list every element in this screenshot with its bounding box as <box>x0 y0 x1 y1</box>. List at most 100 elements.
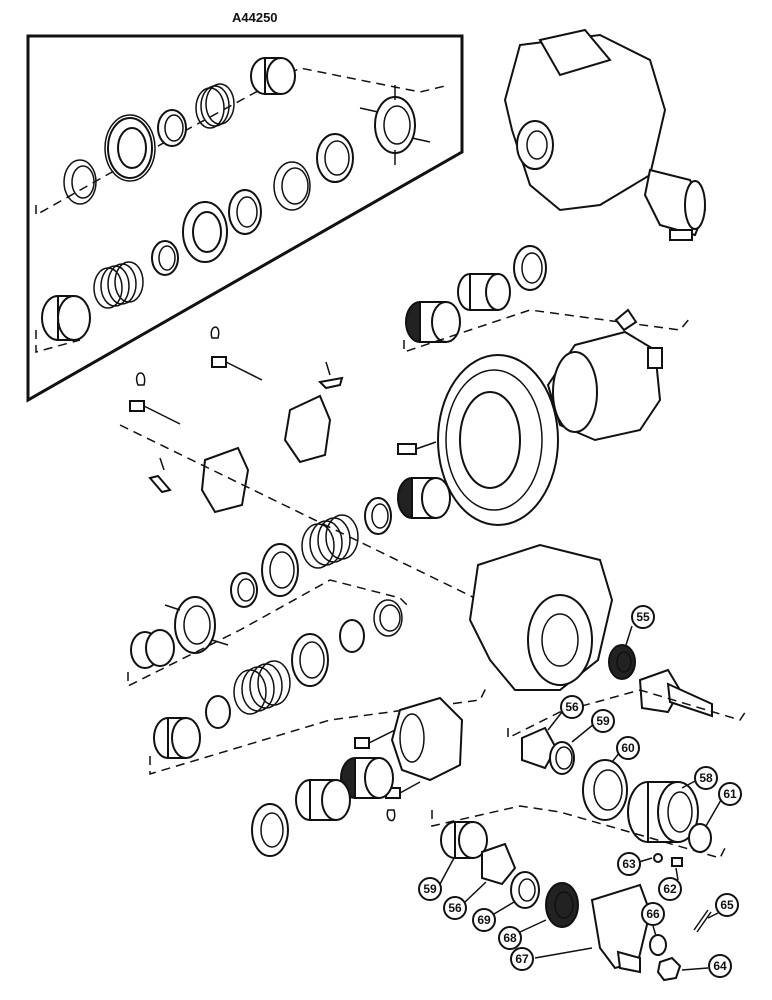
ring-lower-b <box>339 619 365 653</box>
cotter-pin-lower <box>386 809 396 822</box>
drive-pinion <box>638 668 713 718</box>
callout-64: 64 <box>708 954 732 978</box>
bearing-cup-59b <box>440 821 488 859</box>
pinion-bearing <box>608 644 636 680</box>
adjuster-nut-lower <box>251 803 289 857</box>
inset-ring-1 <box>157 109 187 147</box>
bearing-cap-lower <box>200 446 250 514</box>
inset-spider-1 <box>359 85 431 165</box>
inset-gear-1 <box>250 57 296 95</box>
callout-69-label: 69 <box>477 913 491 927</box>
clutch-gear-lower <box>291 633 329 687</box>
callout-58: 58 <box>694 766 718 790</box>
inset-spring-2 <box>93 261 144 309</box>
lock-plate <box>614 308 638 332</box>
inset-clutch-ring-2 <box>228 189 262 235</box>
upper-diff-guide <box>403 309 691 354</box>
bearing-cone-middle <box>397 477 451 519</box>
spider-middle <box>164 596 229 654</box>
bearing-cap-upper <box>283 394 332 464</box>
callout-68: 68 <box>498 926 522 950</box>
bearing-cone-56b <box>481 842 517 886</box>
ring-gear-bolt <box>397 441 437 455</box>
shim-60 <box>582 759 628 821</box>
ring-lower-c <box>205 695 231 729</box>
callout-66: 66 <box>641 902 665 926</box>
callout-58-label: 58 <box>699 771 713 785</box>
callout-69: 69 <box>472 908 496 932</box>
seal-69 <box>510 871 540 909</box>
callout-65: 65 <box>715 893 739 917</box>
inset-spring-1 <box>195 83 235 129</box>
callout-60-label: 60 <box>621 741 635 755</box>
callout-55-label: 55 <box>636 610 650 624</box>
pinion-cage-58 <box>627 781 699 843</box>
bearing-cone-upper <box>405 301 461 343</box>
washer-66 <box>649 934 667 956</box>
yoke-guide <box>431 805 727 859</box>
callout-60: 60 <box>616 736 640 760</box>
callout-59b: 59 <box>418 877 442 901</box>
inset-gear-2 <box>41 295 91 341</box>
bearing-cup-upper <box>457 273 511 311</box>
cap-bolt-left <box>129 400 181 425</box>
inset-frame <box>26 34 464 403</box>
cotter-pin-upper <box>210 326 220 339</box>
callout-63: 63 <box>617 852 641 876</box>
callout-67: 67 <box>510 947 534 971</box>
callout-68-label: 68 <box>503 931 517 945</box>
callout-65-label: 65 <box>720 898 734 912</box>
deflector-68 <box>545 882 579 928</box>
seal-61 <box>688 823 712 853</box>
callout-56: 56 <box>560 695 584 719</box>
inset-clutch-gear-1 <box>104 114 156 182</box>
case-bolt-upper <box>354 729 396 749</box>
inset-snap-ring-2 <box>273 161 311 211</box>
callout-55: 55 <box>631 605 655 629</box>
callout-63-label: 63 <box>622 857 636 871</box>
inset-guide-top <box>35 67 446 217</box>
inset-ring-2 <box>151 240 179 276</box>
carrier-housing <box>468 543 614 691</box>
differential-case-half <box>546 330 663 442</box>
middle-guide <box>127 579 411 688</box>
inset-clutch-gear-2 <box>182 201 228 263</box>
inset-snap-ring-1 <box>63 159 97 205</box>
bolt-62 <box>671 857 683 867</box>
lower-guide <box>149 687 487 776</box>
bearing-cup-lower <box>295 779 351 821</box>
callout-56b: 56 <box>443 896 467 920</box>
pinion-guide <box>507 689 749 740</box>
bearing-adjuster-nut-upper <box>513 245 547 291</box>
ring-gear <box>437 354 559 526</box>
inset-clutch-ring-3 <box>316 133 354 183</box>
spring-middle <box>301 514 359 569</box>
yoke-67 <box>590 883 652 974</box>
cotter-pin-left <box>135 372 146 386</box>
clutch-gear-middle <box>261 543 299 597</box>
side-gear-middle <box>130 629 175 669</box>
ring-lower-a <box>373 599 403 637</box>
callout-56b-label: 56 <box>448 901 462 915</box>
washer-63 <box>653 853 663 863</box>
diff-case-lower <box>390 696 464 782</box>
ring-middle <box>230 572 258 608</box>
callout-56-label: 56 <box>565 700 579 714</box>
callout-67-label: 67 <box>515 952 529 966</box>
callout-66-label: 66 <box>646 907 660 921</box>
nut-64 <box>656 956 682 982</box>
figure-id: A44250 <box>232 10 278 25</box>
callout-61-label: 61 <box>723 787 737 801</box>
callout-59-label: 59 <box>596 714 610 728</box>
inset-guide-bottom <box>35 330 81 353</box>
callout-64-label: 64 <box>713 959 727 973</box>
callout-59: 59 <box>591 709 615 733</box>
callout-61: 61 <box>718 782 742 806</box>
gear-lower <box>153 717 201 759</box>
cap-bolt-upper <box>211 356 263 381</box>
assembled-carrier <box>503 28 707 241</box>
bearing-cup-middle <box>364 497 392 535</box>
bearing-cup-59 <box>549 741 575 775</box>
cap-lock-upper <box>317 361 344 390</box>
